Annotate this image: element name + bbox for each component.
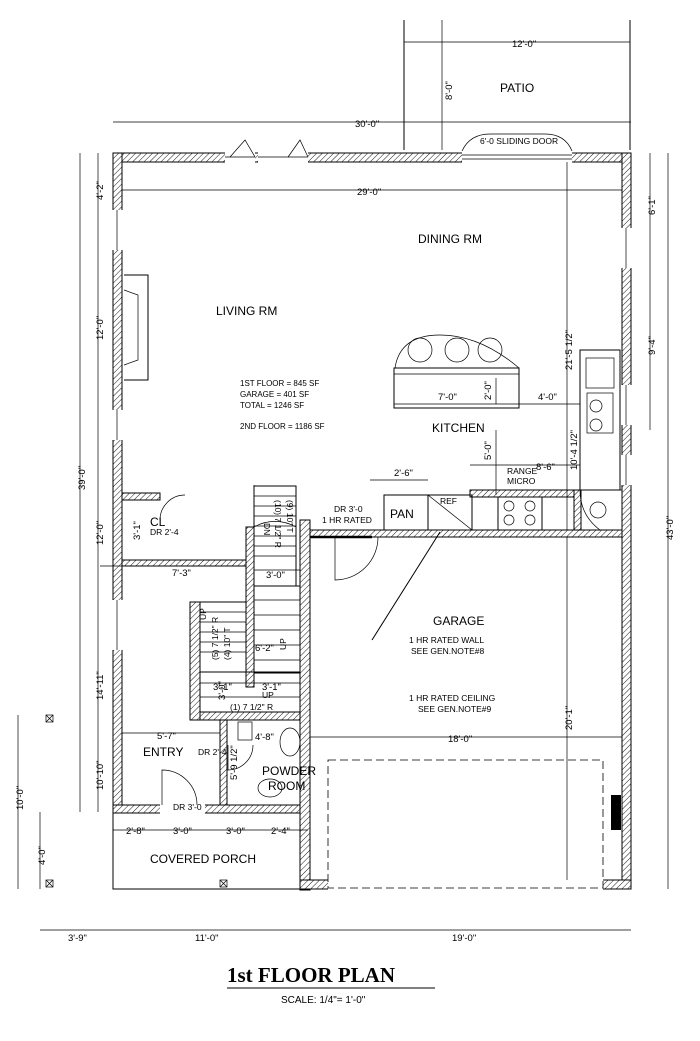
stair-up-label-3: UP bbox=[262, 690, 274, 700]
dim-left-top: 4'-2" bbox=[95, 181, 106, 200]
dim-outer-left: 10'-0" bbox=[15, 786, 26, 810]
covered-porch bbox=[45, 714, 300, 890]
dimension-lines bbox=[17, 20, 669, 931]
range-label: RANGE bbox=[507, 466, 538, 476]
dim-closet: 3'-1" bbox=[132, 521, 143, 540]
dim-garage-width: 18'-0" bbox=[448, 734, 472, 745]
dimension-labels: 12'-0" 8'-0" 30'-0" 29'-0" 4'-2" 12'-0" … bbox=[15, 39, 676, 944]
dim-porch-a: 2'-8" bbox=[126, 826, 145, 837]
dim-left-living: 12'-0" bbox=[95, 316, 106, 340]
dim-right-top: 6'-1" bbox=[647, 196, 658, 215]
dim-outer-porch: 4'-0" bbox=[37, 846, 48, 865]
title-block: 1st FLOOR PLAN SCALE: 1/4"= 1'-0" bbox=[227, 963, 435, 1006]
micro-label: MICRO bbox=[507, 476, 536, 486]
dining-room-label: DINING RM bbox=[418, 232, 482, 246]
area-total: TOTAL = 1246 SF bbox=[240, 401, 304, 410]
area-summary: 1ST FLOOR = 845 SF GARAGE = 401 SF TOTAL… bbox=[240, 379, 325, 431]
kitchen-label: KITCHEN bbox=[432, 421, 485, 435]
dim-left-lower: 14'-11" bbox=[95, 671, 106, 700]
powder-room-label: POWDER bbox=[262, 764, 316, 778]
dim-porch-c: 3'-0" bbox=[226, 826, 245, 837]
powder-fixtures bbox=[237, 721, 301, 798]
dim-left-entry: 10'-10" bbox=[95, 761, 106, 790]
stairs bbox=[199, 485, 301, 713]
dim-stair-c: 3'-1" bbox=[262, 682, 281, 693]
rated-door-note-2: 1 HR RATED bbox=[322, 515, 372, 525]
dim-porch-d: 2'-4" bbox=[271, 826, 290, 837]
dim-counter: 8'-6" bbox=[536, 462, 555, 473]
living-room-label: LIVING RM bbox=[216, 304, 277, 318]
entry-door-note: DR 2'-4 bbox=[198, 747, 227, 757]
dim-island-gap: 4'-0" bbox=[538, 392, 557, 403]
dim-living-to-stair: 7'-3" bbox=[172, 568, 191, 579]
plan-title: 1st FLOOR PLAN bbox=[227, 963, 395, 987]
plan-notes: 6'-0 SLIDING DOOR DR 3'-0 1 HR RATED 1 H… bbox=[150, 136, 558, 812]
front-door-note: DR 3'-0 bbox=[173, 802, 202, 812]
kitchen-counters bbox=[383, 349, 623, 531]
openings bbox=[111, 133, 633, 890]
dim-kitchen-depth: 5'-0" bbox=[483, 441, 494, 460]
dim-island-depth: 2'-0" bbox=[483, 381, 494, 400]
dim-stair-a: 6'-2" bbox=[255, 643, 274, 654]
dim-left-mid: 12'-0" bbox=[95, 521, 106, 545]
stair-riser-3: (1) 7 1/2" R bbox=[230, 702, 273, 712]
stair-riser-1: (10) 7 1/2" R bbox=[273, 500, 283, 548]
kitchen-island bbox=[393, 334, 520, 409]
dim-right-interior: 21'-5 1/2" bbox=[564, 330, 575, 370]
stair-tread-1: (9) 10" T bbox=[285, 500, 295, 533]
rated-ceiling-note: 1 HR RATED CEILING bbox=[409, 693, 495, 703]
dim-overall-top: 30'-0" bbox=[355, 119, 379, 130]
dim-powder-b: 5'-9 1/2" bbox=[229, 745, 240, 780]
dim-stair-d: 3'-0" bbox=[217, 681, 228, 700]
dim-left-overall: 39'-0" bbox=[77, 466, 88, 490]
dim-pantry: 2'-6" bbox=[394, 468, 413, 479]
dim-bottom-left: 3'-9" bbox=[68, 933, 87, 944]
stair-up-label-2: UP bbox=[278, 638, 288, 650]
dim-bottom-right: 19'-0" bbox=[452, 933, 476, 944]
room-labels: DINING RM LIVING RM KITCHEN GARAGE ENTRY… bbox=[143, 232, 485, 866]
entry-label: ENTRY bbox=[143, 745, 183, 759]
area-second-floor: 2ND FLOOR = 1186 SF bbox=[240, 422, 325, 431]
dim-right-overall: 43'-0" bbox=[665, 516, 676, 540]
dim-entry-width: 5'-7" bbox=[157, 731, 176, 742]
rated-ceiling-note-2: SEE GEN.NOTE#9 bbox=[418, 704, 491, 714]
dim-right-kitchen: 10'-4 1/2" bbox=[569, 430, 580, 470]
stair-up-label-1: UP bbox=[198, 608, 208, 620]
dim-powder-a: 4'-8" bbox=[255, 732, 274, 743]
stair-riser-2: (5) 7 1/2" R bbox=[210, 617, 220, 660]
rated-door-note: DR 3'-0 bbox=[334, 504, 363, 514]
dim-porch-b: 3'-0" bbox=[173, 826, 192, 837]
rated-wall-note-2: SEE GEN.NOTE#8 bbox=[411, 646, 484, 656]
area-garage: GARAGE = 401 SF bbox=[240, 390, 309, 399]
dim-island: 7'-0" bbox=[438, 392, 457, 403]
garage-label: GARAGE bbox=[433, 614, 484, 628]
dim-stair-width: 3'-0" bbox=[266, 570, 285, 581]
dim-patio-depth: 8'-0" bbox=[444, 81, 455, 100]
dim-stair-b: 3'-1" bbox=[213, 682, 232, 693]
patio-label: PATIO bbox=[500, 81, 534, 95]
dim-patio-width: 12'-0" bbox=[512, 39, 536, 50]
pantry-label: PAN bbox=[390, 507, 414, 521]
refrigerator-label: REF bbox=[440, 496, 457, 506]
dim-right-window: 9'-4" bbox=[647, 336, 658, 355]
dim-bottom-mid: 11'-0" bbox=[195, 933, 219, 944]
area-first-floor: 1ST FLOOR = 845 SF bbox=[240, 379, 319, 388]
exterior-walls bbox=[112, 152, 632, 891]
closet-door-note: DR 2'-4 bbox=[150, 527, 179, 537]
fireplace bbox=[123, 274, 149, 381]
powder-room-label-2: ROOM bbox=[268, 779, 305, 793]
dim-interior-top: 29'-0" bbox=[357, 187, 381, 198]
covered-porch-label: COVERED PORCH bbox=[150, 852, 256, 866]
rated-wall-note: 1 HR RATED WALL bbox=[409, 635, 484, 645]
sliding-door-note: 6'-0 SLIDING DOOR bbox=[480, 136, 558, 146]
stair-down-label: DN bbox=[262, 523, 272, 535]
garage bbox=[310, 531, 621, 889]
closet-label: CL bbox=[150, 515, 166, 529]
dim-right-garage: 20'-1" bbox=[564, 706, 575, 730]
plan-scale: SCALE: 1/4"= 1'-0" bbox=[281, 995, 366, 1006]
stair-tread-2: (4) 10" T bbox=[222, 627, 232, 660]
